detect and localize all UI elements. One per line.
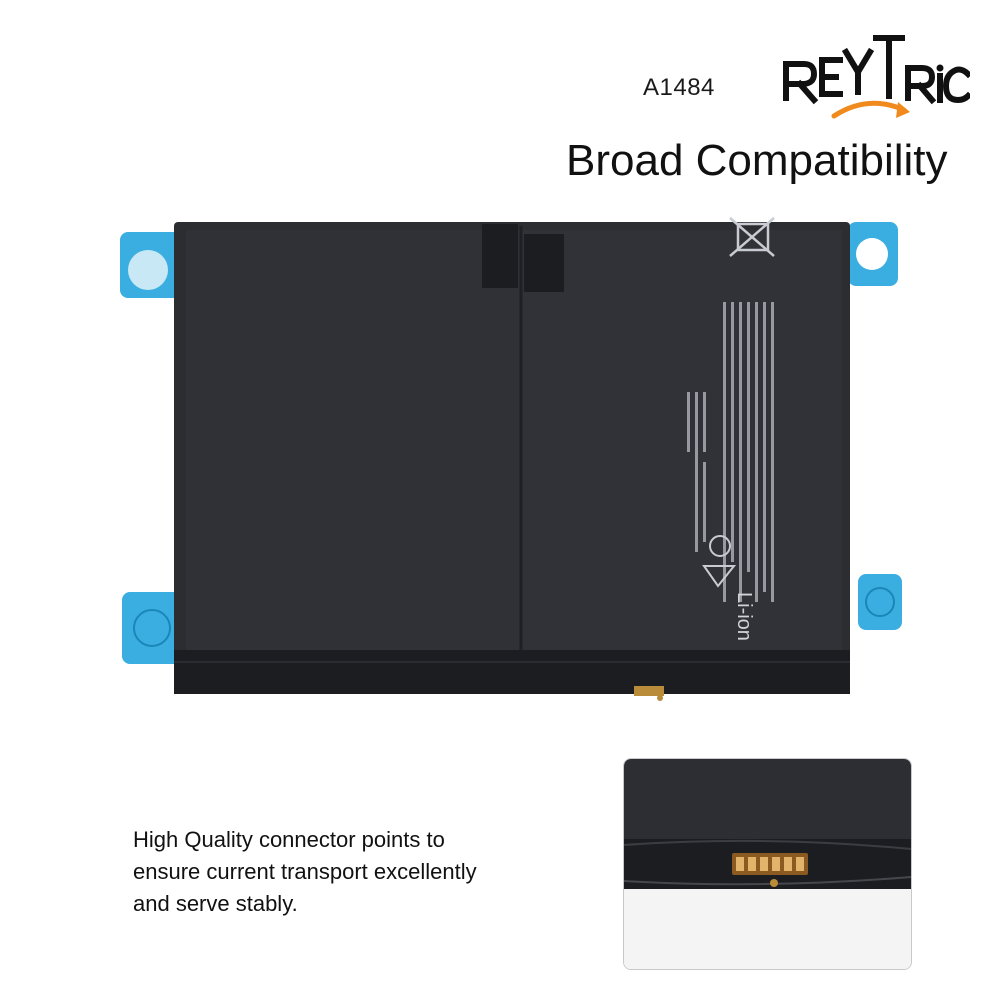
feature-line: High Quality connector points to [133,827,445,852]
connector-pins [732,853,808,887]
adhesive-tab-bottom-right [858,574,902,630]
adhesive-tab-top-right [848,222,898,286]
battery-image: Li-ion [110,212,910,732]
headline: Broad Compatibility [566,136,948,185]
feature-line: ensure current transport excellently [133,859,477,884]
model-number: A1484 [643,74,715,101]
brand-logo [783,35,970,119]
adhesive-tab-top-left [120,232,186,298]
connector-closeup-image [623,758,912,970]
feature-line: and serve stably. [133,891,298,916]
feature-description: High Quality connector points to ensure … [133,824,553,920]
li-ion-text: Li-ion [733,592,755,641]
battery-label: Li-ion [687,217,775,641]
